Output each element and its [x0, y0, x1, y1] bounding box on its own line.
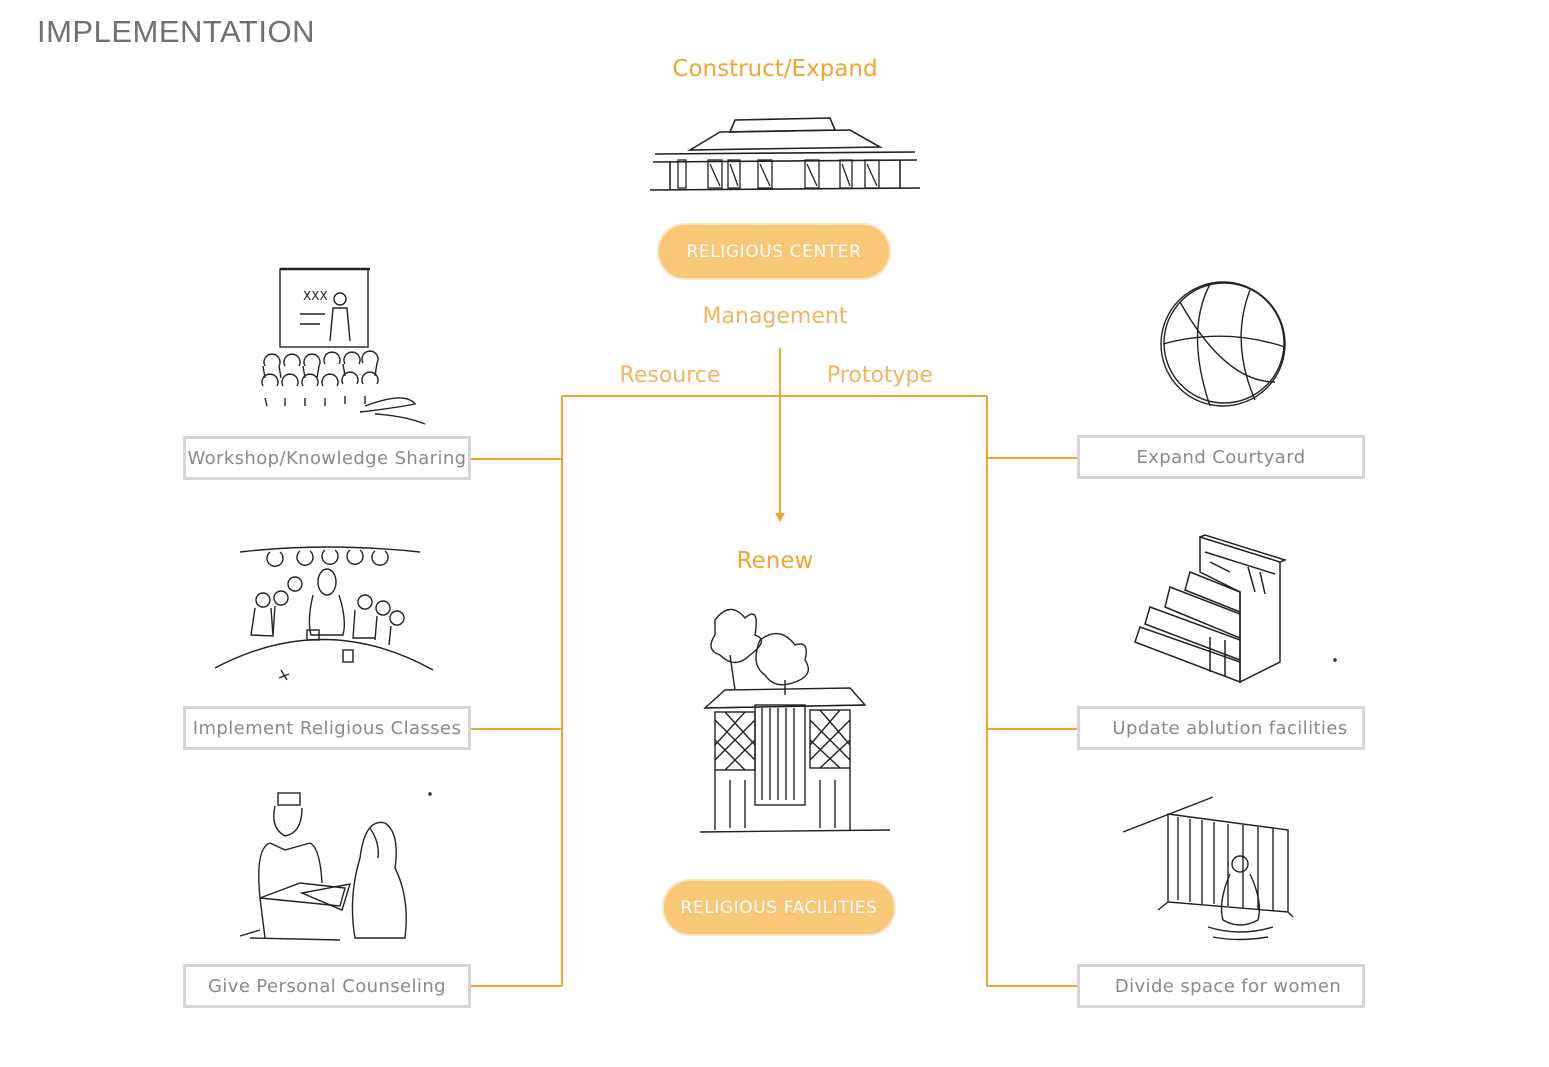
prayer-hut-sketch-icon — [699, 600, 895, 844]
religious-center-pill: RELIGIOUS CENTER — [659, 225, 889, 278]
ablution-steps-sketch-icon — [1130, 532, 1345, 701]
classroom-sketch-icon — [214, 540, 435, 694]
prototype-label: Prototype — [826, 363, 934, 388]
construct-expand-heading: Construct/Expand — [672, 56, 878, 82]
update-ablution-facilities-box: Update ablution facilities — [1077, 706, 1365, 750]
workshop-sketch-icon: XXX — [255, 266, 430, 430]
divide-space-for-women-box: Divide space for women — [1077, 964, 1365, 1008]
implement-religious-classes-box: Implement Religious Classes — [183, 706, 471, 750]
basketball-sketch-icon — [1155, 272, 1295, 416]
arrow-head-icon — [775, 513, 785, 522]
expand-courtyard-box: Expand Courtyard — [1077, 435, 1365, 479]
management-label: Management — [702, 304, 848, 329]
religious-facilities-pill: RELIGIOUS FACILITIES — [664, 881, 894, 934]
give-personal-counseling-box: Give Personal Counseling — [183, 964, 471, 1008]
page-title: IMPLEMENTATION — [37, 14, 315, 49]
religious-center-sketch-icon — [649, 112, 921, 201]
svg-text:XXX: XXX — [303, 289, 328, 303]
workshop-knowledge-sharing-box: Workshop/Knowledge Sharing — [183, 436, 471, 480]
resource-label: Resource — [619, 363, 721, 388]
women-space-sketch-icon — [1118, 792, 1298, 951]
counseling-sketch-icon — [230, 788, 440, 952]
renew-heading: Renew — [736, 548, 814, 574]
